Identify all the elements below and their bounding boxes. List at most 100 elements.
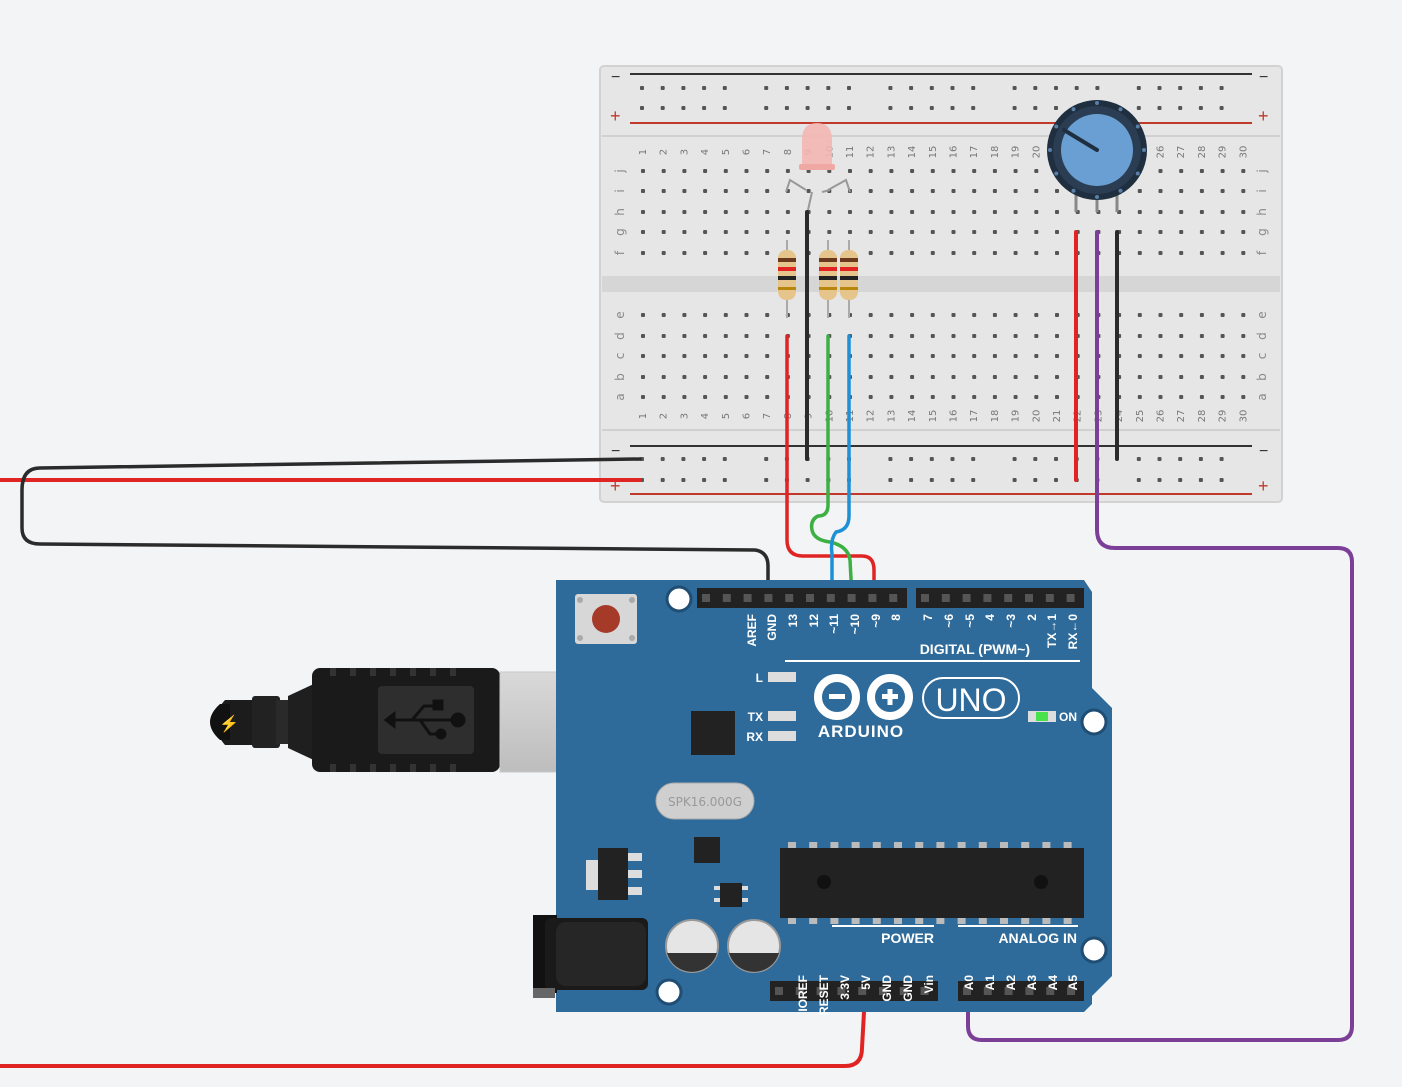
header-socket[interactable]: [1025, 987, 1034, 995]
rail-hole[interactable]: [660, 86, 665, 90]
breadboard-hole[interactable]: [992, 210, 997, 214]
breadboard-hole[interactable]: [1199, 313, 1204, 317]
wire-purple-a0[interactable]: [966, 230, 1354, 1042]
breadboard-hole[interactable]: [868, 230, 873, 234]
breadboard-hole[interactable]: [744, 230, 749, 234]
rail-hole[interactable]: [640, 86, 644, 90]
breadboard-hole[interactable]: [1013, 210, 1018, 214]
breadboard-hole[interactable]: [1137, 395, 1142, 399]
breadboard-hole[interactable]: [785, 169, 790, 173]
breadboard-hole[interactable]: [1241, 354, 1246, 358]
rail-hole[interactable]: [1198, 86, 1203, 90]
header-socket[interactable]: [1046, 987, 1055, 995]
breadboard-hole[interactable]: [1034, 169, 1039, 173]
breadboard-hole[interactable]: [1179, 354, 1184, 358]
breadboard-hole[interactable]: [1158, 251, 1163, 255]
header-socket[interactable]: [795, 987, 804, 995]
breadboard-hole[interactable]: [744, 395, 749, 399]
breadboard-hole[interactable]: [661, 189, 666, 193]
wire-green-pin10[interactable]: [809, 334, 854, 599]
header-socket[interactable]: [983, 594, 992, 602]
breadboard-hole[interactable]: [930, 230, 935, 234]
breadboard-hole[interactable]: [992, 313, 997, 317]
breadboard-hole[interactable]: [1199, 210, 1204, 214]
analog-header[interactable]: [958, 981, 1084, 1001]
breadboard-hole[interactable]: [1034, 354, 1039, 358]
breadboard-hole[interactable]: [641, 210, 645, 214]
breadboard-hole[interactable]: [992, 334, 997, 338]
breadboard-hole[interactable]: [1199, 189, 1204, 193]
rail-hole[interactable]: [722, 478, 727, 482]
breadboard-hole[interactable]: [661, 313, 666, 317]
breadboard-hole[interactable]: [703, 313, 708, 317]
rail-hole[interactable]: [909, 106, 914, 110]
breadboard-hole[interactable]: [723, 313, 728, 317]
digital-header-left-pins[interactable]: [702, 594, 898, 602]
power-header[interactable]: [770, 981, 938, 1001]
breadboard-hole[interactable]: [1179, 210, 1184, 214]
rail-hole[interactable]: [847, 106, 851, 110]
breadboard-hole[interactable]: [868, 334, 873, 338]
breadboard-hole[interactable]: [1137, 210, 1142, 214]
header-socket[interactable]: [837, 987, 846, 995]
breadboard-hole[interactable]: [951, 334, 956, 338]
breadboard-hole[interactable]: [951, 395, 956, 399]
breadboard-hole[interactable]: [1137, 354, 1142, 358]
breadboard-hole[interactable]: [1137, 313, 1142, 317]
breadboard-hole[interactable]: [1220, 251, 1225, 255]
breadboard-hole[interactable]: [951, 189, 956, 193]
breadboard-hole[interactable]: [765, 169, 770, 173]
breadboard-hole[interactable]: [889, 230, 894, 234]
resistor-2[interactable]: [819, 240, 837, 318]
breadboard-hole[interactable]: [765, 313, 770, 317]
rail-hole[interactable]: [640, 106, 644, 110]
breadboard-hole[interactable]: [992, 375, 997, 379]
breadboard-hole[interactable]: [1158, 395, 1163, 399]
breadboard-hole[interactable]: [1220, 334, 1225, 338]
breadboard-hole[interactable]: [1137, 334, 1142, 338]
breadboard-hole[interactable]: [641, 334, 645, 338]
breadboard-hole[interactable]: [951, 313, 956, 317]
breadboard-hole[interactable]: [1179, 375, 1184, 379]
breadboard-hole[interactable]: [744, 189, 749, 193]
header-socket[interactable]: [775, 987, 783, 995]
breadboard-hole[interactable]: [744, 169, 749, 173]
breadboard-hole[interactable]: [1137, 375, 1142, 379]
breadboard-hole[interactable]: [868, 251, 873, 255]
rail-hole[interactable]: [1178, 478, 1183, 482]
breadboard-hole[interactable]: [992, 189, 997, 193]
breadboard-hole[interactable]: [703, 375, 708, 379]
breadboard-hole[interactable]: [1034, 334, 1039, 338]
breadboard-hole[interactable]: [1158, 169, 1163, 173]
breadboard-hole[interactable]: [661, 354, 666, 358]
rgb-led[interactable]: [785, 123, 851, 211]
breadboard-hole[interactable]: [1220, 375, 1225, 379]
breadboard-hole[interactable]: [889, 251, 894, 255]
rail-hole[interactable]: [764, 457, 769, 461]
breadboard-hole[interactable]: [868, 189, 873, 193]
breadboard-hole[interactable]: [765, 375, 770, 379]
breadboard-hole[interactable]: [661, 169, 666, 173]
rail-hole[interactable]: [764, 86, 769, 90]
breadboard-hole[interactable]: [744, 334, 749, 338]
breadboard-hole[interactable]: [1034, 210, 1039, 214]
rail-hole[interactable]: [1012, 106, 1017, 110]
breadboard-hole[interactable]: [1199, 230, 1204, 234]
breadboard-hole[interactable]: [930, 313, 935, 317]
breadboard-hole[interactable]: [1179, 251, 1184, 255]
rail-hole[interactable]: [1157, 457, 1162, 461]
breadboard-hole[interactable]: [744, 354, 749, 358]
breadboard-hole[interactable]: [1199, 334, 1204, 338]
breadboard-hole[interactable]: [703, 230, 708, 234]
breadboard-hole[interactable]: [1179, 334, 1184, 338]
breadboard-hole[interactable]: [1055, 395, 1059, 399]
rail-hole[interactable]: [888, 106, 893, 110]
breadboard-hole[interactable]: [1241, 313, 1246, 317]
resistors[interactable]: [778, 240, 858, 318]
breadboard-hole[interactable]: [682, 230, 687, 234]
breadboard-hole[interactable]: [1034, 313, 1039, 317]
breadboard-hole[interactable]: [765, 395, 770, 399]
breadboard-hole[interactable]: [889, 210, 894, 214]
header-socket[interactable]: [1045, 594, 1054, 602]
